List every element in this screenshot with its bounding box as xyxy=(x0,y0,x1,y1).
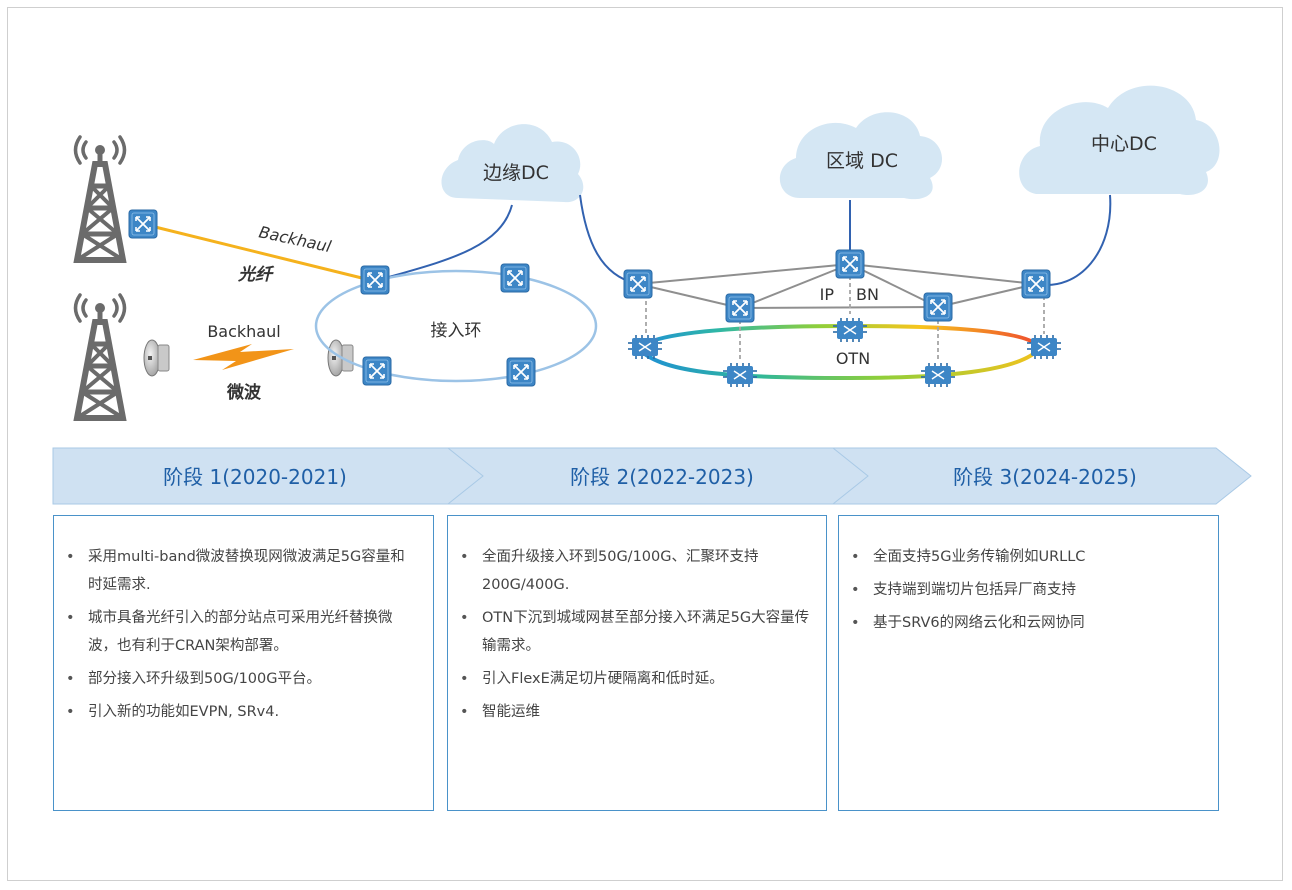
router-icon xyxy=(362,356,392,386)
fiber-backhaul-sub: 光纤 xyxy=(237,265,275,285)
stage-1-box: 采用multi-band微波替换现网微波满足5G容量和时延需求. 城市具备光纤引… xyxy=(53,515,434,811)
stage-3-title: 阶段 3(2024-2025) xyxy=(953,465,1137,489)
cloud-region-dc: 区域 DC xyxy=(779,112,943,200)
list-item: 支持端到端切片包括异厂商支持 xyxy=(851,576,1204,604)
access-ring xyxy=(314,269,598,383)
figure-frame xyxy=(7,7,1283,881)
list-item: 全面支持5G业务传输例如URLLC xyxy=(851,543,1204,571)
list-item: 城市具备光纤引入的部分站点可采用光纤替换微波，也有利于CRAN架构部署。 xyxy=(66,604,419,660)
list-item: 引入FlexE满足切片硬隔离和低时延。 xyxy=(460,665,812,693)
ipbn-label-bn: BN xyxy=(856,285,879,304)
stage-3-list: 全面支持5G业务传输例如URLLC 支持端到端切片包括异厂商支持 基于SRV6的… xyxy=(851,543,1204,637)
list-item: 采用multi-band微波替换现网微波满足5G容量和时延需求. xyxy=(66,543,419,599)
stage-chevrons: 阶段 1(2020-2021) 阶段 2(2022-2023) 阶段 3(202… xyxy=(52,447,1252,505)
list-item: OTN下沉到城域网甚至部分接入环满足5G大容量传输需求。 xyxy=(460,604,812,660)
otn-label: OTN xyxy=(836,349,870,368)
stage-3-box: 全面支持5G业务传输例如URLLC 支持端到端切片包括异厂商支持 基于SRV6的… xyxy=(838,515,1219,811)
microwave-backhaul-title: Backhaul xyxy=(207,322,280,341)
list-item: 智能运维 xyxy=(460,698,812,726)
list-item: 部分接入环升级到50G/100G平台。 xyxy=(66,665,419,693)
otn-node-icon xyxy=(627,334,663,360)
otn-node-icon xyxy=(1026,334,1062,360)
stage-3-chevron xyxy=(831,447,1252,505)
router-icon xyxy=(506,357,536,387)
router-icon xyxy=(835,249,865,279)
ipbn-mesh xyxy=(637,263,1037,309)
edge-dc-label: 边缘DC xyxy=(483,162,549,184)
ipbn-otn-links xyxy=(645,276,1045,360)
cloud-edge-dc: 边缘DC xyxy=(441,124,584,203)
otn-node-icon xyxy=(832,317,868,343)
otn-ring-bottom xyxy=(636,346,1042,381)
router-icon xyxy=(500,263,530,293)
stage-2-list: 全面升级接入环到50G/100G、汇聚环支持200G/400G. OTN下沉到城… xyxy=(460,543,812,726)
stage-1-list: 采用multi-band微波替换现网微波满足5G容量和时延需求. 城市具备光纤引… xyxy=(66,543,419,726)
cell-tower-icon xyxy=(76,137,125,260)
center-dc-label: 中心DC xyxy=(1091,133,1157,155)
list-item: 基于SRV6的网络云化和云网协同 xyxy=(851,609,1204,637)
otn-node-icon xyxy=(920,362,956,388)
router-icon xyxy=(923,292,953,322)
microwave-bolt xyxy=(193,344,294,370)
router-icon xyxy=(623,269,653,299)
region-dc-label: 区域 DC xyxy=(826,150,898,172)
fiber-backhaul-title: Backhaul xyxy=(257,222,333,256)
router-icon xyxy=(725,293,755,323)
fiber-backhaul-line xyxy=(142,222,375,283)
stage-1-title: 阶段 1(2020-2021) xyxy=(163,465,347,489)
list-item: 全面升级接入环到50G/100G、汇聚环支持200G/400G. xyxy=(460,543,812,599)
access-ring-label: 接入环 xyxy=(431,321,482,341)
stage-2-title: 阶段 2(2022-2023) xyxy=(570,465,754,489)
router-icon xyxy=(128,209,158,239)
router-icon xyxy=(360,265,390,295)
microwave-dish-icon xyxy=(143,339,170,377)
stage-2-box: 全面升级接入环到50G/100G、汇聚环支持200G/400G. OTN下沉到城… xyxy=(447,515,827,811)
ipbn-label-ip: IP xyxy=(820,285,835,304)
otn-node-icon xyxy=(722,362,758,388)
cell-tower-icon xyxy=(76,295,125,418)
microwave-backhaul-sub: 微波 xyxy=(226,382,262,403)
cloud-center-dc: 中心DC xyxy=(1019,85,1220,196)
router-icon xyxy=(1021,269,1051,299)
list-item: 引入新的功能如EVPN, SRv4. xyxy=(66,698,419,726)
